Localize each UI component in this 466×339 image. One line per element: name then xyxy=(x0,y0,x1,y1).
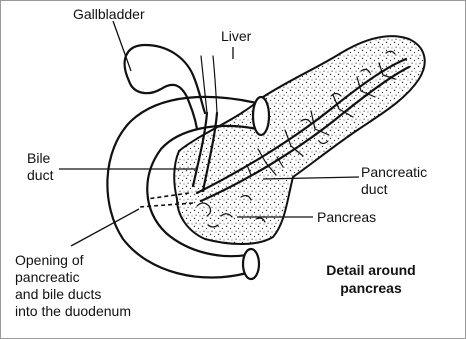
label-bile-duct-1: Bile xyxy=(27,150,51,166)
leader-gallbladder xyxy=(113,21,131,71)
leader-opening xyxy=(71,209,139,246)
duodenum-top-opening xyxy=(253,97,269,135)
hepatic-duct-right xyxy=(213,56,217,113)
label-opening-2: pancreatic xyxy=(15,269,80,285)
label-opening-1: Opening of xyxy=(15,252,84,268)
label-pancreatic-duct-1: Pancreatic xyxy=(361,164,427,180)
label-bile-duct-2: duct xyxy=(27,167,54,183)
label-opening-3: and bile ducts xyxy=(15,286,101,302)
label-liver: Liver xyxy=(221,28,252,44)
pancreas-shape xyxy=(174,36,425,244)
caption-line-2: pancreas xyxy=(340,280,402,296)
caption-line-1: Detail around xyxy=(326,262,415,278)
label-gallbladder: Gallbladder xyxy=(73,6,145,22)
label-pancreas: Pancreas xyxy=(317,209,376,225)
duodenum-bottom-opening xyxy=(243,249,259,279)
label-pancreatic-duct-2: duct xyxy=(361,181,388,197)
label-opening-4: into the duodenum xyxy=(15,303,131,319)
